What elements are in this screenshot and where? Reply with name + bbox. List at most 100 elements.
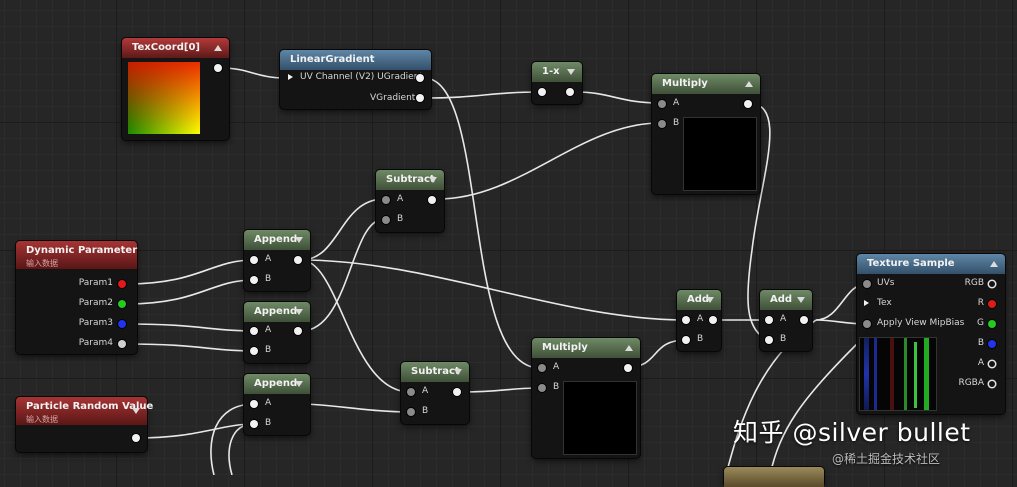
output-pin-g[interactable]	[988, 320, 996, 328]
input-arrow[interactable]	[288, 74, 293, 80]
input-pin-a[interactable]	[538, 364, 546, 372]
wire	[135, 423, 255, 439]
node-header[interactable]: Multiply	[652, 74, 760, 94]
output-pin-rgba[interactable]	[989, 381, 995, 387]
output-pin[interactable]	[214, 64, 222, 72]
output-pin[interactable]	[709, 316, 717, 324]
output-pin[interactable]	[416, 74, 424, 82]
input-pin-b[interactable]	[538, 384, 546, 392]
append-node-1[interactable]: Append A B	[244, 230, 310, 291]
input-pin-a[interactable]	[658, 100, 666, 108]
input-pin-a[interactable]	[407, 388, 415, 396]
input-pin-mipbias[interactable]	[863, 320, 871, 328]
add-node-1[interactable]: Add A B	[677, 290, 721, 351]
output-pin[interactable]	[416, 94, 424, 102]
output-pin[interactable]	[294, 256, 302, 264]
expand-icon[interactable]	[429, 177, 437, 183]
input-pin-a[interactable]	[382, 196, 390, 204]
input-pin-b[interactable]	[250, 420, 258, 428]
multiply-bottom-node[interactable]: Multiply A B	[532, 338, 640, 458]
wire	[423, 91, 541, 99]
node-header[interactable]: Multiply	[532, 338, 640, 358]
output-pin-param4[interactable]	[118, 340, 126, 348]
collapse-icon[interactable]	[990, 261, 998, 267]
multiply-top-node[interactable]: Multiply A B	[652, 74, 760, 194]
texture-stripe	[864, 338, 869, 410]
wire	[300, 198, 385, 261]
texture-sample-node[interactable]: Texture Sample UVs Tex Apply View MipBia…	[857, 254, 1005, 414]
output-pin-param3[interactable]	[118, 320, 126, 328]
input-pin-uvs[interactable]	[863, 280, 871, 288]
expand-icon[interactable]	[295, 381, 303, 387]
input-label: B	[422, 406, 429, 416]
output-pin[interactable]	[453, 388, 461, 396]
output-pin[interactable]	[566, 88, 574, 96]
node-header[interactable]: Add	[760, 290, 812, 310]
node-header[interactable]: Append	[244, 302, 310, 322]
output-label-rgb: RGB	[964, 278, 984, 288]
output-pin-rgb[interactable]	[989, 281, 995, 287]
append-node-3[interactable]: Append A B	[244, 374, 310, 435]
output-pin-param2[interactable]	[118, 300, 126, 308]
node-header[interactable]	[724, 467, 824, 487]
input-arrow-tex[interactable]	[864, 300, 869, 306]
node-title: Texture Sample	[867, 258, 955, 269]
node-header[interactable]: 1-x	[532, 62, 582, 82]
input-pin-a[interactable]	[250, 327, 258, 335]
node-header[interactable]: Texture Sample	[857, 254, 1005, 274]
subtract-top-node[interactable]: Subtract A B	[376, 170, 444, 232]
input-pin-b[interactable]	[658, 120, 666, 128]
input-pin[interactable]	[538, 88, 546, 96]
add-node-2[interactable]: Add A B	[760, 290, 812, 351]
expand-icon[interactable]	[454, 369, 462, 375]
subtract-bottom-node[interactable]: Subtract A B	[401, 362, 469, 424]
output-pin[interactable]	[294, 327, 302, 335]
one-minus-x-node[interactable]: 1-x	[532, 62, 582, 104]
input-pin-b[interactable]	[382, 216, 390, 224]
output-pin[interactable]	[744, 100, 752, 108]
expand-icon[interactable]	[295, 309, 303, 315]
output-pin-param1[interactable]	[118, 280, 126, 288]
output-pin[interactable]	[132, 434, 140, 442]
output-pin[interactable]	[800, 316, 808, 324]
node-header[interactable]: Add	[677, 290, 721, 310]
input-pin-b[interactable]	[250, 347, 258, 355]
input-pin-b[interactable]	[250, 276, 258, 284]
collapse-icon[interactable]	[214, 45, 222, 51]
node-header[interactable]: LinearGradient	[280, 50, 431, 70]
expand-icon[interactable]	[295, 237, 303, 243]
output-pin-a[interactable]	[989, 361, 995, 367]
node-header[interactable]: Subtract	[401, 362, 469, 382]
collapse-icon[interactable]	[745, 81, 753, 87]
expand-icon[interactable]	[706, 297, 714, 303]
input-pin-a[interactable]	[682, 316, 690, 324]
output-pin[interactable]	[624, 364, 632, 372]
append-node-2[interactable]: Append A B	[244, 302, 310, 363]
collapse-icon[interactable]	[625, 345, 633, 351]
output-pin[interactable]	[428, 196, 436, 204]
offscreen-node[interactable]	[724, 467, 824, 487]
input-pin-b[interactable]	[765, 336, 773, 344]
input-pin-b[interactable]	[682, 336, 690, 344]
output-pin-r[interactable]	[988, 300, 996, 308]
expand-icon[interactable]	[132, 408, 140, 414]
node-header[interactable]: Append	[244, 374, 310, 394]
expand-icon[interactable]	[797, 297, 805, 303]
input-pin-b[interactable]	[407, 408, 415, 416]
input-pin-a[interactable]	[765, 316, 773, 324]
node-header[interactable]: TexCoord[0]	[122, 38, 229, 58]
texcoord-node[interactable]: TexCoord[0]	[122, 38, 229, 140]
input-pin-a[interactable]	[250, 256, 258, 264]
input-label: B	[553, 382, 560, 392]
input-pin-a[interactable]	[250, 400, 258, 408]
node-header[interactable]: Subtract	[376, 170, 444, 190]
expand-icon[interactable]	[567, 69, 575, 75]
node-header[interactable]: Append	[244, 230, 310, 250]
node-title: Subtract	[411, 366, 460, 377]
linear-gradient-node[interactable]: LinearGradient UV Channel (V2) UGradient…	[280, 50, 431, 109]
output-pin-b[interactable]	[988, 340, 996, 348]
